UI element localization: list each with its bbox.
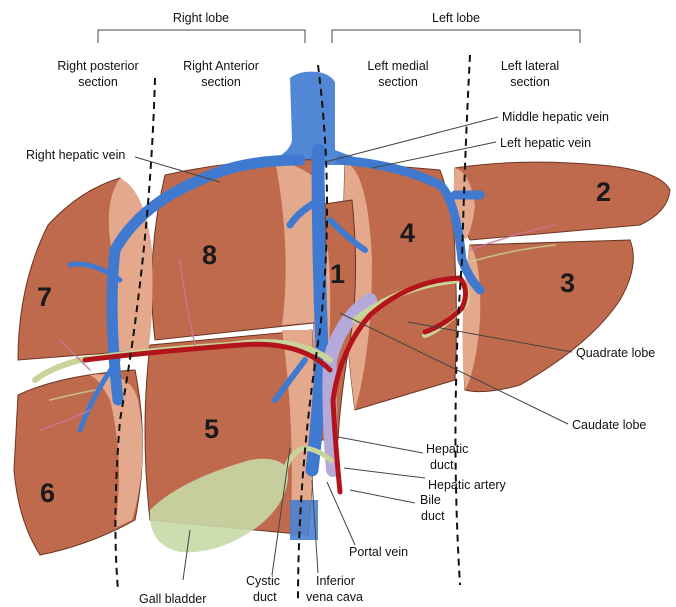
segment-1-number: 1 [330,259,345,289]
middle-hepatic-vein-label: Middle hepatic vein [502,110,609,124]
left-lateral-section-label-2: section [510,75,550,89]
left-medial-section-label-1: Left medial [367,59,428,73]
right-anterior-section-label-1: Right Anterior [183,59,259,73]
left-lobe-bracket: Left lobe [332,11,580,43]
gall-bladder-label: Gall bladder [139,592,206,606]
quadrate-lobe-label: Quadrate lobe [576,346,655,360]
segment-6 [14,370,143,555]
segment-2-number: 2 [596,177,611,207]
inferior-vena-cava-label-1: Inferior [316,574,355,588]
right-posterior-section-label-2: section [78,75,118,89]
inferior-vena-cava-label-2: vena cava [306,590,363,604]
bile-duct-label-2: duct [421,509,445,523]
right-anterior-section-label-2: section [201,75,241,89]
cystic-duct-label-2: duct [253,590,277,604]
segment-4-number: 4 [400,218,415,248]
hepatic-artery-label: Hepatic artery [428,478,507,492]
segment-6-number: 6 [40,478,55,508]
left-medial-section-label-2: section [378,75,418,89]
hepatic-duct-label-1: Hepatic [426,442,468,456]
segment-5-number: 5 [204,414,219,444]
segment-4 [344,162,457,410]
left-hepatic-vein-label: Left hepatic vein [500,136,591,150]
segment-2 [454,162,670,240]
cystic-duct-label-1: Cystic [246,574,280,588]
left-lateral-section-label-1: Left lateral [501,59,559,73]
hepatic-duct-label-2: duct [430,458,454,472]
segment-7-number: 7 [37,282,52,312]
left-lobe-label: Left lobe [432,11,480,25]
portal-vein-label: Portal vein [349,545,408,559]
segment-3 [462,240,633,392]
caudate-lobe-label: Caudate lobe [572,418,646,432]
bile-duct-label-1: Bile [420,493,441,507]
segment-8-number: 8 [202,240,217,270]
right-lobe-label: Right lobe [173,11,229,25]
right-posterior-section-label-1: Right posterior [57,59,138,73]
right-hepatic-vein-label: Right hepatic vein [26,148,125,162]
right-lobe-bracket: Right lobe [98,11,305,43]
segment-7 [18,178,153,360]
segment-3-number: 3 [560,268,575,298]
